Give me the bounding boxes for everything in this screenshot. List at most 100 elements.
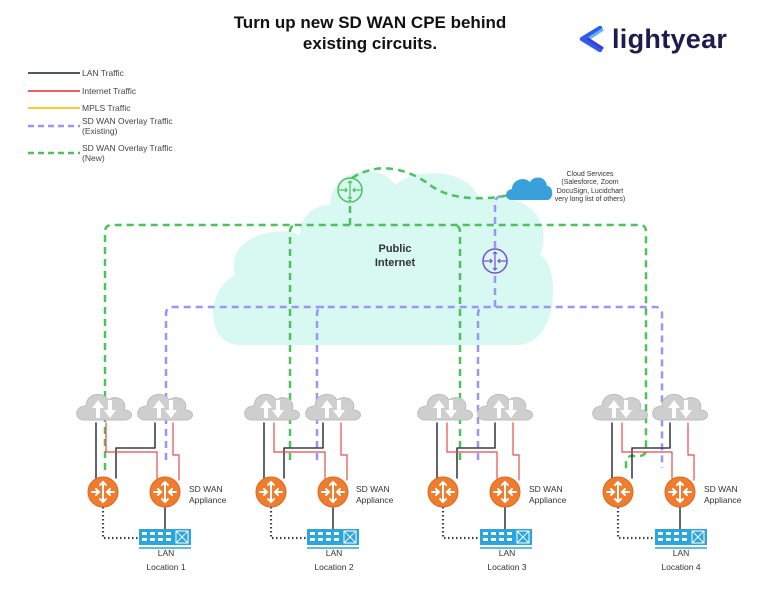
legend-label-lan: LAN Traffic — [82, 68, 124, 78]
appliance-label-line2: Appliance — [189, 495, 227, 505]
circuit-cloud-left-1 — [76, 393, 132, 421]
existing-sdwan-hub-icon — [482, 248, 508, 274]
internet-link — [512, 422, 520, 481]
cloud-shape — [305, 393, 361, 421]
legend-label-internet: Internet Traffic — [82, 86, 137, 96]
arrow-up-icon — [92, 400, 104, 418]
overlay-new-path — [351, 167, 513, 200]
arrow-up-icon — [608, 400, 620, 418]
legend-label-overlay-existing-line1: SD WAN Overlay Traffic — [82, 116, 173, 126]
new-sdwan-hub-icon — [337, 177, 363, 203]
sdwan-appliance-1 — [149, 476, 181, 508]
switch-port — [326, 532, 331, 535]
location-label-3: Location 3 — [487, 562, 527, 572]
overlay-existing-path — [493, 194, 501, 248]
router-arrows-icon — [321, 480, 345, 504]
cloud-shape — [76, 393, 132, 421]
lightyear-chevron-icon — [579, 26, 604, 52]
sdwan-appliance-2 — [317, 476, 349, 508]
lan-link — [456, 422, 496, 479]
cloud-services-label: Cloud Services (Salesforce, Zoom DocuSig… — [548, 171, 632, 204]
switch-port — [674, 538, 679, 541]
switch-port — [682, 532, 687, 535]
router-arrows-icon — [493, 480, 517, 504]
switch-port — [166, 532, 171, 535]
internet-link — [446, 422, 498, 479]
internet-link — [105, 422, 158, 479]
router-arrows-icon — [153, 480, 177, 504]
switch-port — [507, 532, 512, 535]
lan-switch-2 — [307, 529, 359, 549]
router-arrows-icon — [259, 480, 283, 504]
legend-label-overlay-existing-line2: (Existing) — [82, 126, 118, 136]
circuit-cloud-right-1 — [137, 393, 193, 421]
appliance-label-line2: Appliance — [704, 495, 742, 505]
appliance-label-1: SD WAN Appliance — [189, 484, 226, 506]
arrow-down-icon — [272, 400, 284, 418]
lan-switch-1 — [139, 529, 191, 549]
appliance-label-3: SD WAN Appliance — [529, 484, 566, 506]
internet-link — [340, 422, 348, 481]
cloud-services-icon — [506, 177, 553, 200]
appliance-label-line1: SD WAN — [529, 484, 563, 494]
switch-port — [334, 538, 339, 541]
switch-port — [142, 532, 147, 535]
switch-port — [142, 538, 147, 541]
legend-label-overlay-new: SD WAN Overlay Traffic (New) — [82, 143, 173, 163]
public-internet-label: Public Internet — [355, 242, 435, 270]
lan-link-dotted — [441, 507, 480, 540]
switch-port — [150, 532, 155, 535]
switch-port — [499, 538, 504, 541]
switch-port — [491, 532, 496, 535]
arrow-down-icon — [445, 400, 457, 418]
cloud-services-line3: DocuSign, Lucidchart — [556, 187, 624, 195]
cloud-services-line2: (Salesforce, Zoom — [561, 179, 619, 187]
hub-arrows-icon — [339, 180, 361, 200]
legend-label-overlay-new-line1: SD WAN Overlay Traffic — [82, 143, 173, 153]
switch-port — [158, 532, 163, 535]
switch-port — [310, 532, 315, 535]
switch-xbox — [516, 530, 530, 544]
switch-xbox — [175, 530, 189, 544]
arrow-down-icon — [104, 400, 116, 418]
circuit-cloud-right-3 — [477, 393, 533, 421]
sdwan-appliance-4 — [664, 476, 696, 508]
logo-text: lightyear — [612, 24, 728, 54]
switch-port — [150, 538, 155, 541]
arrow-down-icon — [165, 400, 177, 418]
internet-link — [621, 422, 673, 479]
arrow-up-icon — [493, 400, 505, 418]
cloud-shape — [592, 393, 648, 421]
legend-label-mpls: MPLS Traffic — [82, 103, 131, 113]
legend-label-overlay-new-line2: (New) — [82, 153, 105, 163]
cloud-shape — [417, 393, 473, 421]
cloud-services-line1: Cloud Services — [566, 171, 614, 178]
arrow-up-icon — [433, 400, 445, 418]
overlay-new-path — [288, 223, 298, 460]
switch-port — [334, 532, 339, 535]
cloud-shape — [652, 393, 708, 421]
arrow-down-icon — [505, 400, 517, 418]
location-label-4: Location 4 — [661, 562, 701, 572]
lan-link — [631, 422, 671, 479]
switch-port — [310, 538, 315, 541]
switch-xbox — [691, 530, 705, 544]
lan-link — [115, 422, 156, 479]
cloud-shape — [137, 393, 193, 421]
location-label-2: Location 2 — [314, 562, 354, 572]
appliance-label-line1: SD WAN — [356, 484, 390, 494]
page-title: Turn up new SD WAN CPE behind existing c… — [233, 13, 507, 53]
router-arrows-icon — [91, 480, 115, 504]
appliance-label-2: SD WAN Appliance — [356, 484, 393, 506]
circuit-cloud-left-3 — [417, 393, 473, 421]
switch-port — [483, 538, 488, 541]
overlay-existing-path — [315, 305, 325, 460]
hub-arrows-icon — [484, 251, 506, 271]
internet-link — [273, 422, 326, 479]
circuit-cloud-right-2 — [305, 393, 361, 421]
existing-router-2 — [255, 476, 287, 508]
public-internet-line1: Public — [378, 243, 412, 255]
switch-port — [326, 538, 331, 541]
switch-port — [318, 538, 323, 541]
switch-port — [499, 532, 504, 535]
